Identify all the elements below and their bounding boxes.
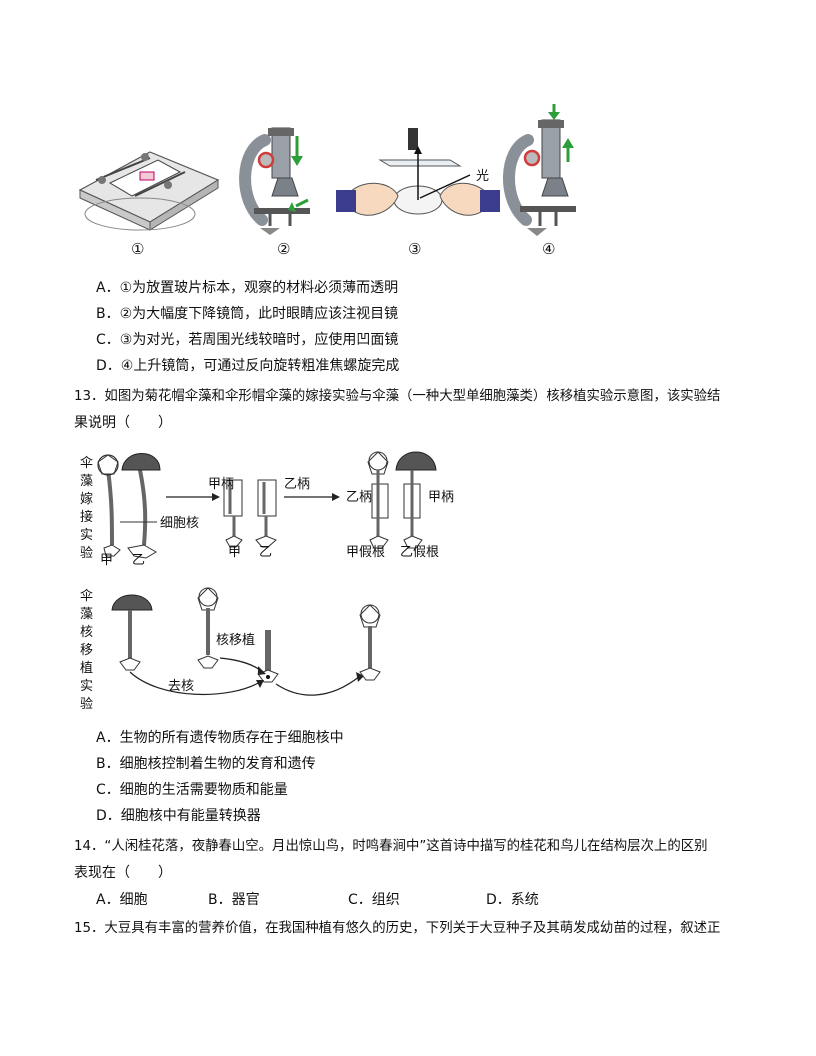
q14-options: A．细胞 B．器官 C．组织 D．系统 [96, 890, 696, 910]
panel-label-3: ③ [408, 240, 422, 258]
q13-stem-line2: 果说明（ ） [74, 415, 172, 431]
nuclear-transplant-label: 核移植 [216, 633, 255, 648]
q14-option-c: C．组织 [348, 892, 400, 908]
q12-option-b: B．②为大幅度下降镜筒，此时眼睛应该注视目镜 [96, 306, 399, 322]
jia-stalk-label-1: 甲柄 [208, 477, 234, 492]
q13-option-a: A．生物的所有遗传物质存在于细胞核中 [96, 730, 344, 746]
nucleus-label: 细胞核 [160, 516, 199, 531]
q13-option-d: D．细胞核中有能量转换器 [96, 808, 261, 824]
transplant-vertical-text: 伞藻核移植实验 [80, 589, 94, 712]
panel-label-1: ① [131, 240, 145, 258]
q12-option-c: C．③为对光，若周围光线较暗时，应使用凹面镜 [96, 332, 399, 348]
q12-option-d: D．④上升镜筒，可通过反向旋转粗准焦螺旋完成 [96, 358, 400, 374]
panel-label-2: ② [277, 240, 291, 258]
q15-stem-line1: 15．大豆具有丰富的营养价值，在我国种植有悠久的历史，下列关于大豆种子及其萌发成… [74, 921, 721, 936]
q14-option-b: B．器官 [208, 892, 260, 908]
microscope-steps-figure: 光 [78, 104, 576, 236]
graft-alga-yi [121, 453, 161, 559]
graft-alga-jia [97, 454, 121, 557]
cut-stalk-yi [255, 479, 277, 548]
cut-label-jia: 甲 [228, 545, 241, 560]
result-yi-rhizoid [395, 451, 437, 549]
yi-rhizoid-label: 乙假根 [400, 545, 439, 560]
q13-option-c: C．细胞的生活需要物质和能量 [96, 782, 288, 798]
q14-option-d: D．系统 [486, 892, 539, 908]
cut-stalk-jia [223, 479, 243, 548]
jia-rhizoid-label: 甲假根 [346, 545, 385, 560]
transplant-result-alga [359, 604, 381, 681]
graft-vertical-text: 伞藻嫁接实验 [80, 456, 94, 561]
q13-option-b: B．细胞核控制着生物的发育和遗传 [96, 756, 316, 772]
panel-3-light-alignment: 光 [336, 128, 500, 216]
jia-stalk-label-2: 甲柄 [428, 490, 454, 505]
yi-stalk-label-2: 乙柄 [346, 490, 372, 505]
panel-label-4: ④ [542, 240, 556, 258]
light-label: 光 [476, 169, 489, 184]
denucleate-label: 去核 [168, 679, 194, 694]
result-jia-rhizoid [367, 451, 389, 549]
q13-stem-line1: 13．如图为菊花帽伞藻和伞形帽伞藻的嫁接实验与伞藻（一种大型单细胞藻类）核移植实… [74, 389, 721, 404]
q14-stem-line1: 14．“人闲桂花落，夜静春山空。月出惊山鸟，时鸣春涧中”这首诗中描写的桂花和鸟儿… [74, 839, 708, 854]
cut-label-yi: 乙 [259, 545, 272, 560]
yi-stalk-label-1: 乙柄 [284, 477, 310, 492]
transplant-umbrella-alga [111, 594, 153, 671]
panel-2-microscope-lowering [239, 127, 310, 235]
graft-label-yi: 乙 [132, 553, 145, 568]
panel-4-microscope-raising [503, 104, 576, 236]
q14-stem-line2: 表现在（ ） [74, 865, 172, 881]
panel-1-stage-slide [78, 151, 220, 231]
q12-option-a: A．①为放置玻片标本，观察的材料必须薄而透明 [96, 280, 399, 296]
transplant-donor-alga [197, 587, 219, 669]
q14-option-a: A．细胞 [96, 892, 148, 908]
graft-label-jia: 甲 [100, 553, 113, 568]
transplant-recipient [257, 630, 279, 683]
